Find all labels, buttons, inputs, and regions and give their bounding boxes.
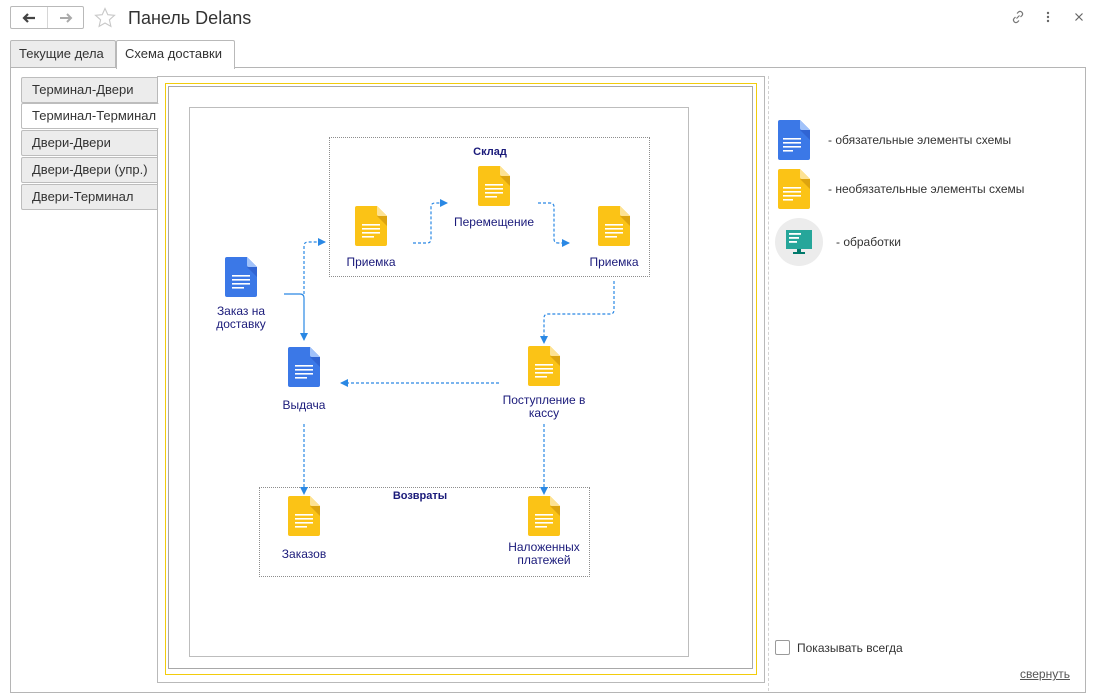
group-warehouse-title: Склад xyxy=(473,146,507,158)
node-label: Приемка xyxy=(346,255,396,269)
blue-document-icon xyxy=(288,347,320,387)
tab-label: Текущие дела xyxy=(19,46,104,61)
arrow-right-icon xyxy=(59,12,72,23)
diagram-canvas xyxy=(189,107,689,657)
node-issue[interactable]: Выдача xyxy=(254,347,354,412)
diagram-highlight-frame xyxy=(165,83,757,675)
arrow-left-icon xyxy=(22,12,35,23)
yellow-document-icon xyxy=(778,169,810,209)
blue-document-icon xyxy=(225,257,257,297)
tab-label: Схема доставки xyxy=(125,46,222,61)
tab-current-tasks[interactable]: Текущие дела xyxy=(10,40,116,68)
checkbox-box[interactable] xyxy=(775,640,790,655)
yellow-document-icon xyxy=(598,206,630,246)
node-label: Выдача xyxy=(282,398,326,412)
tab-delivery-scheme[interactable]: Схема доставки xyxy=(116,40,235,69)
scheme-tab-label: Терминал-Терминал xyxy=(32,108,157,123)
back-button[interactable] xyxy=(11,7,47,28)
legend-optional: - необязательные элементы схемы xyxy=(775,169,1024,209)
page-title: Панель Delans xyxy=(128,8,252,28)
forward-button[interactable] xyxy=(47,7,83,28)
scheme-tab-terminal-terminal[interactable]: Терминал-Терминал xyxy=(21,103,159,129)
node-receive-warehouse[interactable]: Приемка xyxy=(321,206,421,269)
legend-processing: - обработки xyxy=(775,218,901,266)
legend-text: - необязательные элементы схемы xyxy=(828,182,1025,196)
scheme-tab-label: Двери-Терминал xyxy=(32,189,134,204)
group-returns-title: Возвраты xyxy=(392,490,448,502)
scheme-tab-doors-terminal[interactable]: Двери-Терминал xyxy=(21,184,158,210)
node-label: Заказов xyxy=(281,547,327,561)
panel-divider xyxy=(768,76,769,691)
legend-text: - обязательные элементы схемы xyxy=(828,133,1012,147)
close-icon[interactable] xyxy=(1071,9,1087,25)
node-return-orders[interactable]: Заказов xyxy=(254,496,354,561)
yellow-document-icon xyxy=(528,346,560,386)
node-label: Приемка xyxy=(589,255,639,269)
show-always-label: Показывать всегда xyxy=(797,640,903,655)
node-transfer[interactable]: Перемещение xyxy=(444,166,544,229)
node-receive-destination[interactable]: Приемка xyxy=(564,206,664,269)
more-vertical-icon[interactable] xyxy=(1040,9,1056,25)
scheme-tab-doors-doors-managed[interactable]: Двери-Двери (упр.) xyxy=(21,157,158,183)
group-warehouse xyxy=(329,137,650,277)
scheme-tab-doors-doors[interactable]: Двери-Двери xyxy=(21,130,158,156)
legend-required: - обязательные элементы схемы xyxy=(775,120,1011,160)
node-label: Перемещение xyxy=(454,215,534,229)
link-icon[interactable] xyxy=(1010,9,1026,25)
diagram-inner-frame xyxy=(168,86,753,669)
blue-document-icon xyxy=(778,120,810,160)
monitor-icon xyxy=(775,218,823,266)
legend-text: - обработки xyxy=(836,235,901,249)
yellow-document-icon xyxy=(478,166,510,206)
star-icon[interactable] xyxy=(93,6,117,30)
scheme-tab-label: Терминал-Двери xyxy=(32,82,134,97)
yellow-document-icon xyxy=(355,206,387,246)
yellow-document-icon xyxy=(528,496,560,536)
show-always-checkbox[interactable]: Показывать всегда xyxy=(775,640,903,655)
scheme-tab-label: Двери-Двери (упр.) xyxy=(32,162,148,177)
navigation-buttons xyxy=(10,6,84,29)
group-returns xyxy=(259,487,590,577)
yellow-document-icon xyxy=(288,496,320,536)
scheme-tab-terminal-doors[interactable]: Терминал-Двери xyxy=(21,77,158,103)
scheme-tab-label: Двери-Двери xyxy=(32,135,111,150)
diagram-outer-frame xyxy=(157,76,765,683)
collapse-link[interactable]: свернуть xyxy=(1020,667,1070,681)
